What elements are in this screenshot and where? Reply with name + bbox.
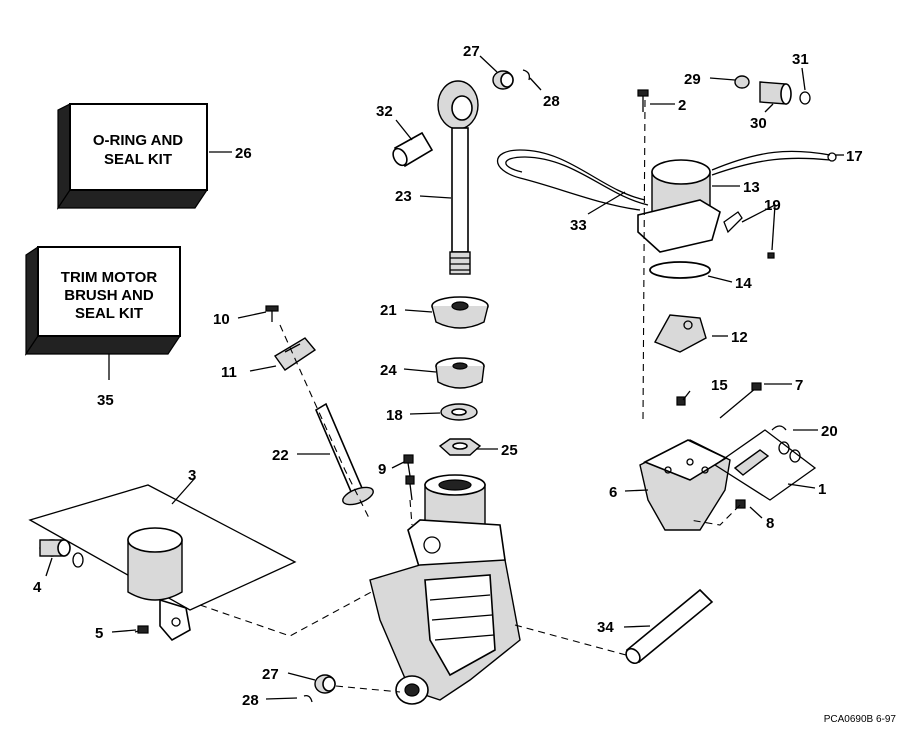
assembly-lines [199,99,741,693]
callout-29: 29 [684,71,701,88]
callout-1: 1 [818,481,826,498]
bushing-part-27-bottom [303,674,336,703]
callout-14: 14 [735,275,752,292]
callout-27-top: 27 [463,43,480,60]
motor-part-13 [637,159,721,253]
callout-34: 34 [597,619,614,636]
pin-part-34 [625,588,714,665]
callout-17: 17 [846,148,863,165]
callout-28-bottom: 28 [242,692,259,709]
callout-4: 4 [33,579,42,596]
callout-35: 35 [97,392,114,409]
callout-11: 11 [221,364,237,381]
kit-35-line3: SEAL KIT [75,305,143,322]
kit-26-line2: SEAL KIT [104,151,172,168]
callout-32: 32 [376,103,393,120]
callout-20: 20 [821,423,838,440]
callout-5: 5 [95,625,103,642]
piston-part-21 [431,296,489,329]
callout-33: 33 [570,217,587,234]
callout-15: 15 [711,377,728,394]
callout-25: 25 [501,442,518,459]
tube-part-22 [314,402,374,506]
callout-9: 9 [378,461,386,478]
callout-12: 12 [731,329,748,346]
oring-seal-kit-box: O-RING AND SEAL KIT [56,103,209,210]
cover-part-12 [654,314,707,353]
bushing-part-27-top [492,69,531,90]
callout-27-bottom: 27 [262,666,279,683]
callout-6: 6 [609,484,617,501]
screw-part-10 [265,305,279,322]
valve-parts-1 [713,429,817,501]
oring-part-14 [649,261,711,279]
valve-body-part-6 [639,439,731,531]
callout-26: 26 [235,145,252,162]
seal-part-24 [435,357,485,389]
callout-22: 22 [272,447,289,464]
screw-part-2 [637,89,649,112]
callout-18: 18 [386,407,403,424]
trim-motor-brush-kit-box: TRIM MOTOR BRUSH AND SEAL KIT [24,245,182,356]
callout-labels: 26 35 1 2 3 4 5 6 7 8 9 10 11 12 13 14 1… [33,43,863,709]
diagram-code: PCA0690B 6-97 [824,714,897,725]
reservoir-cap [127,527,191,642]
callout-8: 8 [766,515,774,532]
bolts-7-8-15 [676,382,787,509]
callout-7: 7 [795,377,803,394]
connector-parts-29-30-31 [734,75,811,105]
callout-21: 21 [380,302,397,319]
callout-30: 30 [750,115,767,132]
callout-2: 2 [678,97,686,114]
callout-24: 24 [380,362,397,379]
pin-part-32 [392,131,434,168]
screw-part-5 [134,625,149,634]
callout-10: 10 [213,311,230,328]
kit-26-line1: O-RING AND [93,132,183,149]
wiring-harness [496,149,837,211]
leader-lines [45,55,844,700]
kit-35-line1: TRIM MOTOR [61,269,158,286]
callout-19: 19 [764,197,781,214]
washer-part-18 [440,403,478,421]
callout-28-top: 28 [543,93,560,110]
piston-rod [437,80,479,275]
callout-3: 3 [188,467,196,484]
nut-part-25 [438,438,482,456]
bracket-part-19 [723,211,775,259]
callout-23: 23 [395,188,412,205]
screws-part-9 [403,454,415,501]
callout-13: 13 [743,179,760,196]
kit-35-line2: BRUSH AND [64,287,154,304]
bushing-part-4 [39,539,84,568]
plug-part-11 [273,337,317,371]
cylinder-housing [369,474,521,705]
callout-31: 31 [792,51,809,68]
